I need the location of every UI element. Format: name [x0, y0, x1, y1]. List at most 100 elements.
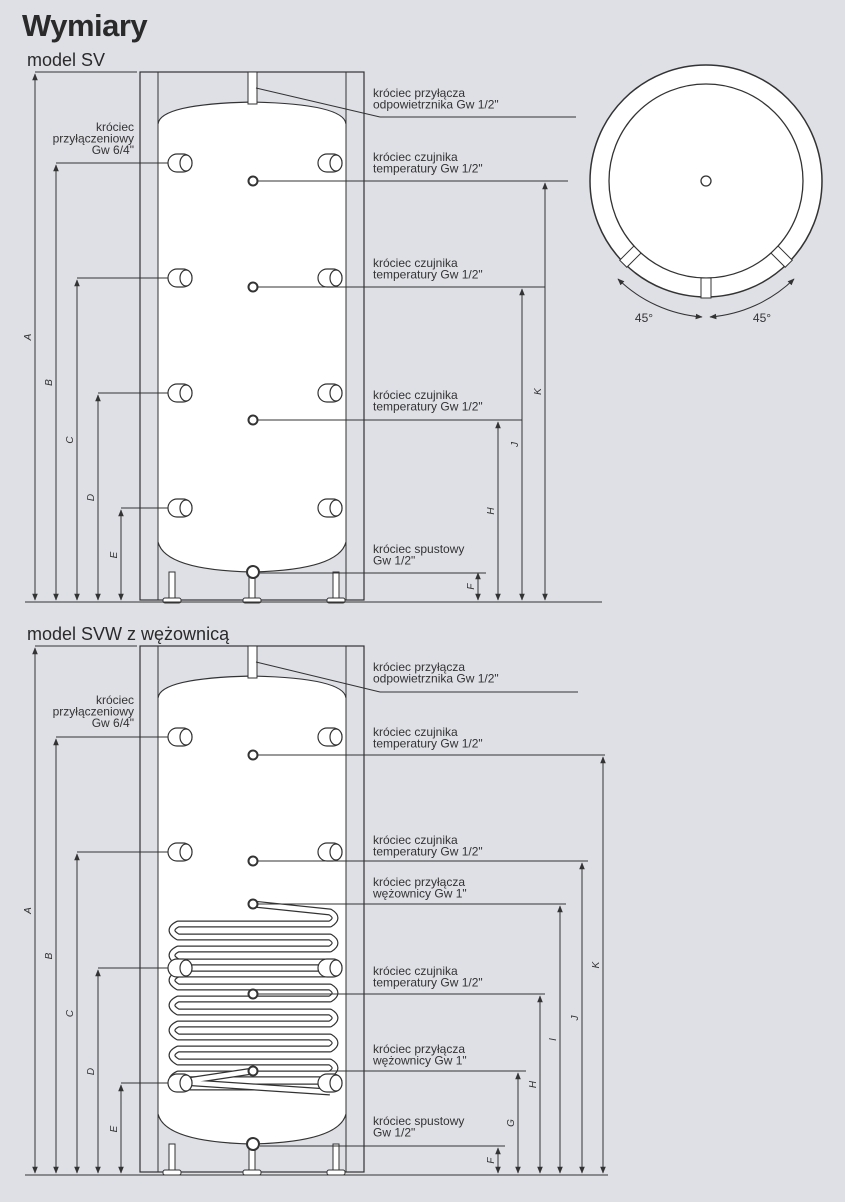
top-view-center-port	[700, 175, 712, 187]
model-svw-name: model SVW	[27, 624, 123, 644]
model-svw-label: model SVW z wężownicą	[27, 624, 229, 645]
top-view-nozzle-left	[619, 245, 642, 268]
svw-coil-lower	[247, 1065, 259, 1077]
sv-vent-leader	[255, 87, 381, 118]
svw-inlet-right-1	[317, 727, 343, 747]
svw-sensor-1	[247, 749, 259, 761]
model-svw-suffix: z wężownicą	[122, 624, 230, 644]
svw-dim-D: D	[86, 969, 101, 1174]
top-view-nozzle-bottom	[700, 277, 712, 299]
svg-text:C: C	[65, 1009, 76, 1017]
svw-foot	[162, 1169, 182, 1176]
svw-leg	[332, 1143, 340, 1171]
svw-dim-K: K	[591, 756, 606, 1174]
sv-inlet-left-2	[167, 268, 193, 288]
sv-inlet-right-3	[317, 383, 343, 403]
svw-dim-H: H	[528, 995, 543, 1174]
svg-text:E: E	[109, 551, 120, 558]
sv-dim-E: E	[109, 509, 124, 601]
svw-sensor-3	[247, 988, 259, 1000]
svw-dim-J: J	[570, 862, 585, 1174]
sv-dim-A: A	[23, 73, 38, 601]
model-sv-label: model SV	[27, 50, 106, 70]
sv-dim-F: F	[466, 572, 481, 601]
svw-dim-A: A	[23, 647, 38, 1174]
page-title: Wymiary	[22, 8, 148, 43]
svg-text:E: E	[109, 1125, 120, 1132]
svw-vent-pipe	[247, 645, 258, 679]
svg-text:C: C	[65, 436, 76, 444]
svw-dim-C: C	[65, 853, 80, 1174]
sv-dim-D: D	[86, 394, 101, 601]
svg-text:B: B	[44, 952, 55, 959]
svg-text:G: G	[506, 1119, 517, 1127]
svw-leg	[168, 1143, 176, 1171]
svg-text:A: A	[23, 333, 34, 341]
sv-inlet-left-4	[167, 498, 193, 518]
sv-sensor-2	[247, 281, 259, 293]
svw-inlet-left-3	[167, 958, 193, 978]
svg-text:I: I	[548, 1038, 559, 1041]
svg-text:A: A	[23, 907, 34, 915]
svw-inlet-left-1	[167, 727, 193, 747]
svg-text:J: J	[510, 441, 521, 448]
svg-text:J: J	[570, 1015, 581, 1022]
sv-dim-J: J	[510, 288, 525, 601]
svw-inlet-left-2	[167, 842, 193, 862]
svg-text:D: D	[86, 494, 97, 501]
svw-dim-E: E	[109, 1084, 124, 1174]
sv-inlet-left-3	[167, 383, 193, 403]
svg-text:B: B	[44, 379, 55, 386]
sv-inlet-right-2	[317, 268, 343, 288]
svw-dim-I: I	[548, 905, 563, 1174]
svg-text:F: F	[466, 583, 477, 590]
sv-sensor-1	[247, 175, 259, 187]
top-view-angle-arc-right	[709, 278, 795, 320]
sv-inlet-right-1	[317, 153, 343, 173]
svw-inlet-right-3	[317, 958, 343, 978]
sv-dim-B: B	[44, 164, 59, 601]
sv-vent-pipe	[247, 71, 258, 105]
svw-inlet-left-4	[167, 1073, 193, 1093]
svg-text:K: K	[533, 387, 544, 395]
svw-coil-upper	[247, 898, 259, 910]
top-view-angle-arc-left	[617, 278, 703, 320]
sv-drain	[246, 565, 260, 579]
sv-sensor-3	[247, 414, 259, 426]
svw-foot	[242, 1169, 262, 1176]
svw-inlet-right-2	[317, 842, 343, 862]
svg-text:D: D	[86, 1068, 97, 1075]
svw-sensor-2	[247, 855, 259, 867]
top-view-angle-label-right: 45°	[753, 311, 771, 325]
sv-tank-body	[158, 124, 346, 542]
sv-leg	[168, 571, 176, 599]
svg-text:H: H	[486, 507, 497, 515]
top-view-angle-label-left: 45°	[635, 311, 653, 325]
sv-dim-C: C	[65, 279, 80, 601]
sv-inlet-right-4	[317, 498, 343, 518]
svw-vent-leader	[255, 661, 381, 693]
top-view-nozzle-right	[770, 245, 793, 268]
svw-dim-G: G	[506, 1072, 521, 1174]
svw-foot	[326, 1169, 346, 1176]
top-view-drawing: 45° 45°	[589, 64, 823, 325]
svg-text:K: K	[591, 960, 602, 968]
sv-inlet-left-1	[167, 153, 193, 173]
svg-text:H: H	[528, 1080, 539, 1088]
sv-dim-H: H	[486, 421, 501, 601]
